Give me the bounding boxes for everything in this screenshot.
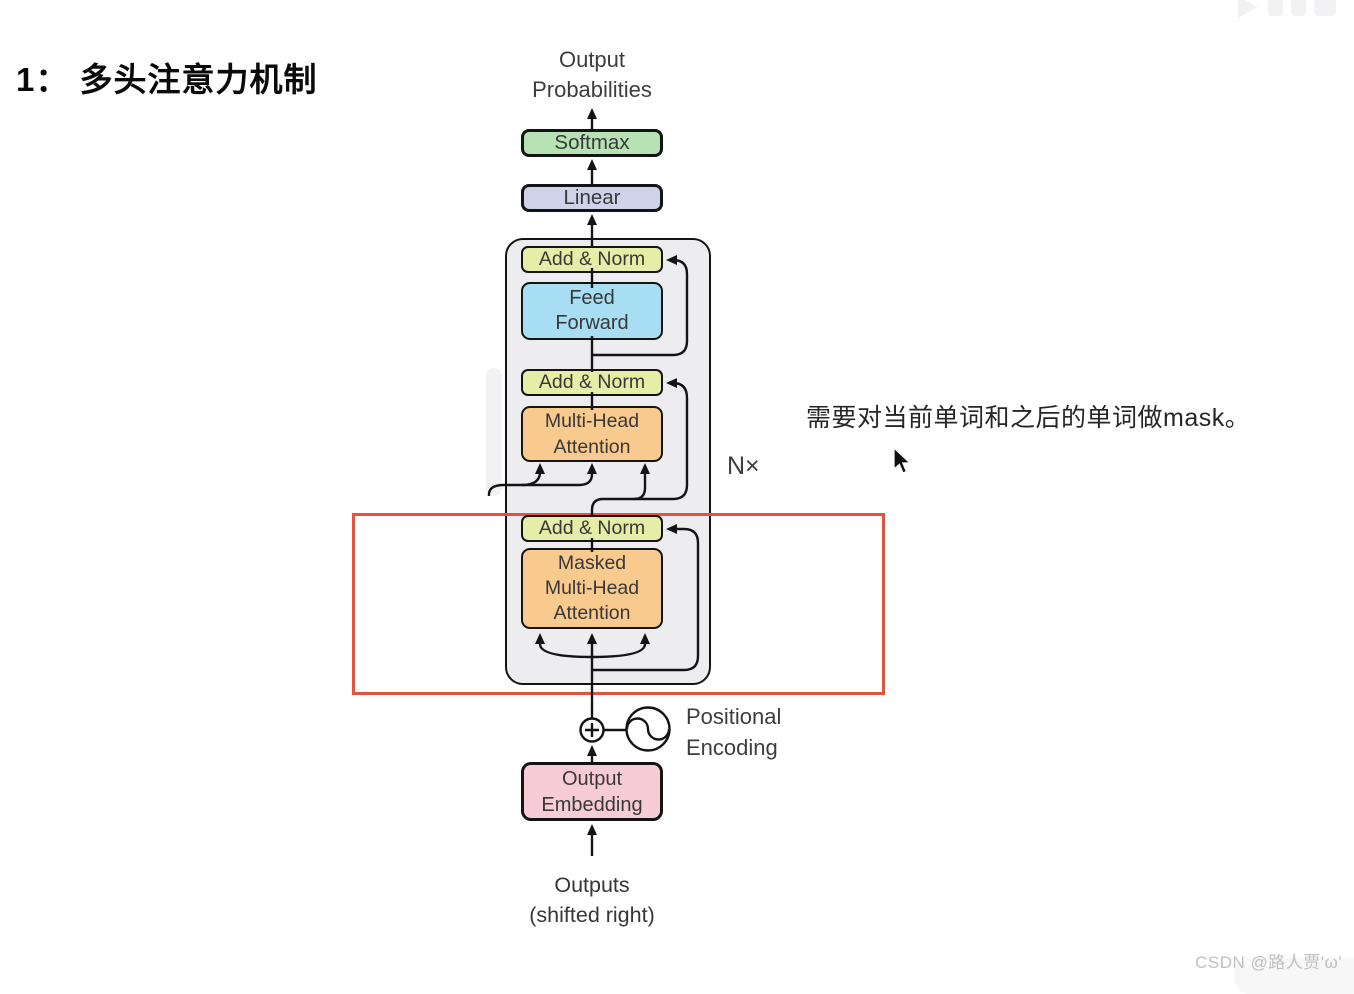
- masked-multi-head-attention-box: Masked Multi-Head Attention: [521, 548, 663, 629]
- plus-circle-icon: [579, 717, 605, 743]
- csdn-watermark: CSDN @路人贾'ω': [1195, 953, 1342, 972]
- outputs-label: Outputs (shifted right): [529, 873, 655, 927]
- sine-circle-icon: [625, 706, 671, 752]
- feed-forward-box: Feed Forward: [521, 282, 663, 340]
- add-norm-box-bottom: Add & Norm: [521, 515, 663, 542]
- output-probabilities-label: Output Probabilities: [532, 47, 652, 102]
- sine-wave-icon: [625, 717, 671, 741]
- n-times-label: N×: [727, 452, 760, 480]
- output-embedding-box: Output Embedding: [521, 762, 663, 821]
- multi-head-attention-box: Multi-Head Attention: [521, 406, 663, 462]
- encoder-remnant-strip: [486, 368, 502, 496]
- positional-encoding-label: Positional Encoding: [686, 704, 782, 760]
- linear-box: Linear: [521, 184, 663, 212]
- slide-title: 1： 多头注意力机制: [16, 61, 318, 98]
- add-norm-box-top: Add & Norm: [521, 246, 663, 273]
- softmax-box: Softmax: [521, 129, 663, 157]
- add-norm-box-mid: Add & Norm: [521, 369, 663, 396]
- bilibili-watermark: [1238, 0, 1354, 24]
- annotation-text: 需要对当前单词和之后的单词做mask。: [806, 404, 1251, 432]
- mouse-cursor: [893, 447, 912, 474]
- play-icon: [1238, 0, 1258, 18]
- plus-cross: [585, 723, 599, 737]
